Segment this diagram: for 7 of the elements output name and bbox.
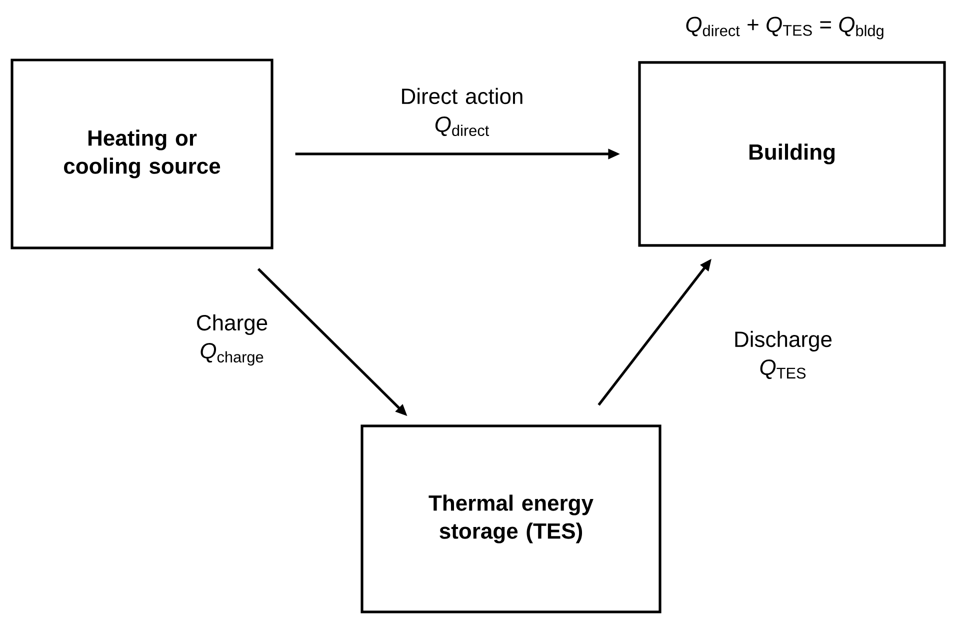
edge-label: Charge Q$_{charge}$: [197, 314, 268, 366]
equation-label: Q$_{direct}$ + Q$_{TES}$ = Q$_{bldg}$: [686, 16, 884, 40]
edge-label: Discharge Q$_{TES}$: [735, 330, 832, 380]
process-box: Building: [638, 61, 946, 247]
edge-label: Direct action Q$_{direct}$: [402, 88, 522, 136]
process-box: Heating or cooling source: [10, 58, 274, 250]
process-box: Thermal energy storage (TES): [360, 424, 662, 614]
